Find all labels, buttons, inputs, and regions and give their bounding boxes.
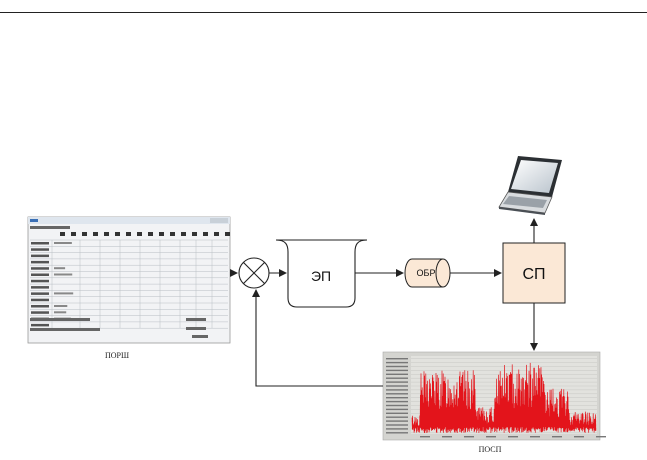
posp-caption: ПОСП bbox=[479, 445, 502, 454]
ep-label: ЭП bbox=[311, 268, 331, 284]
laptop-icon bbox=[498, 156, 562, 215]
ep-block bbox=[275, 239, 368, 308]
porsh-caption: ПОРШ bbox=[105, 351, 129, 360]
obr-label: ОБР bbox=[417, 268, 436, 278]
feedback-arrow bbox=[252, 289, 383, 387]
porsh-screenshot bbox=[27, 216, 231, 344]
header-rule bbox=[0, 12, 647, 13]
posp-signal-chart bbox=[382, 351, 606, 441]
obr-block bbox=[404, 258, 451, 288]
sp-label: СП bbox=[522, 266, 545, 283]
summing-junction-icon bbox=[238, 257, 270, 289]
